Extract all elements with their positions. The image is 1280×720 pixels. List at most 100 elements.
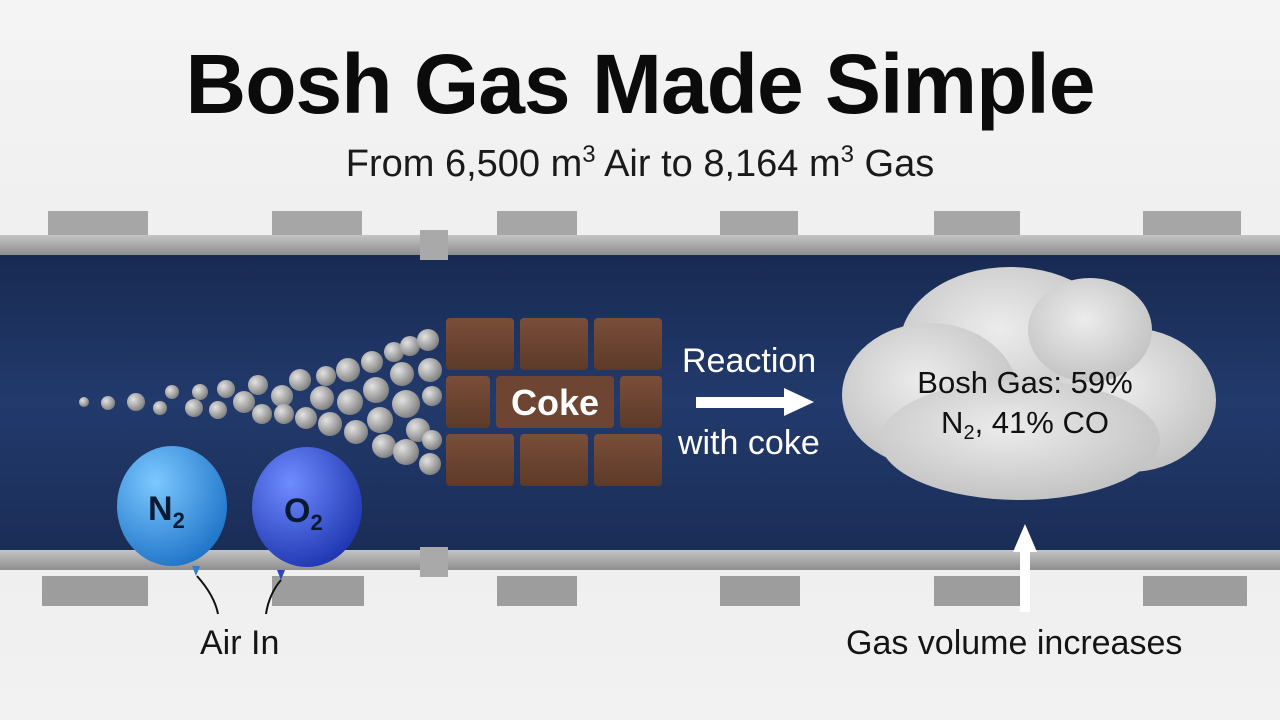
balloon-n2-sub: 2 xyxy=(172,508,185,533)
particle xyxy=(318,412,342,436)
cloud-line-2-prefix: N xyxy=(941,405,964,440)
particle xyxy=(390,362,414,386)
rail-block xyxy=(42,576,148,606)
cloud-line-1: Bosh Gas: 59% xyxy=(917,365,1133,400)
balloon-o2-sub: 2 xyxy=(310,510,323,535)
arrow-shaft xyxy=(1020,548,1030,612)
balloon-body xyxy=(252,447,362,567)
rail-block xyxy=(934,576,1020,606)
brick xyxy=(520,434,588,486)
particle xyxy=(316,366,336,386)
bottom-rail-joint xyxy=(420,547,448,577)
top-rail-joint xyxy=(420,230,448,260)
balloon-knot xyxy=(192,566,200,576)
rail-block xyxy=(720,576,800,606)
rail-block xyxy=(934,211,1020,237)
cloud-puff xyxy=(880,380,1160,500)
particle xyxy=(336,358,360,382)
particle xyxy=(393,439,419,465)
rail-block xyxy=(1143,211,1241,237)
air-particle-stream xyxy=(79,329,442,475)
rail-block xyxy=(48,211,148,237)
reaction-label-line1: Reaction xyxy=(682,342,817,380)
particle xyxy=(392,390,420,418)
particle xyxy=(418,358,442,382)
balloon-string xyxy=(196,575,219,615)
rail-block xyxy=(272,576,364,606)
particle xyxy=(310,386,334,410)
subtitle-middle: Air to 8,164 m xyxy=(595,143,841,185)
coke-label: Coke xyxy=(510,382,600,423)
particle xyxy=(367,407,393,433)
top-rail-blocks xyxy=(48,211,1241,237)
particle xyxy=(363,377,389,403)
balloon-n2-symbol: N xyxy=(148,490,173,528)
particle xyxy=(417,329,439,351)
cloud-line-2-sub: 2 xyxy=(963,422,975,444)
particle xyxy=(271,385,293,407)
rail-block xyxy=(497,211,577,237)
brick xyxy=(620,376,662,428)
particle xyxy=(372,434,396,458)
particle xyxy=(384,342,404,362)
brick xyxy=(520,318,588,370)
particle xyxy=(248,375,268,395)
cloud-puff xyxy=(1028,278,1152,382)
particle xyxy=(344,420,368,444)
rail-block xyxy=(272,211,362,237)
balloon-string xyxy=(265,579,282,615)
particle xyxy=(422,430,442,450)
cloud-line-2: N2, 41% CO xyxy=(880,403,1170,443)
balloon-o2 xyxy=(252,447,362,615)
gas-volume-arrow xyxy=(1013,524,1037,612)
balloon-knot xyxy=(277,570,285,580)
reaction-label-line2: with coke xyxy=(678,424,820,462)
diagram-subtitle: From 6,500 m3 Air to 8,164 m3 Gas xyxy=(0,140,1280,188)
particle xyxy=(295,407,317,429)
cloud-line-2-suffix: , 41% CO xyxy=(974,405,1109,440)
brick xyxy=(446,376,490,428)
bosh-gas-cloud xyxy=(842,267,1216,500)
particle xyxy=(337,389,363,415)
brick xyxy=(496,376,614,428)
coke-brick-wall xyxy=(446,318,662,486)
particle xyxy=(165,385,179,399)
reaction-arrow xyxy=(696,388,814,416)
balloon-n2-label: N2 xyxy=(148,490,185,532)
gas-volume-label: Gas volume increases xyxy=(846,624,1183,662)
balloon-n2 xyxy=(117,446,227,615)
subtitle-sup-1: 3 xyxy=(582,141,596,168)
arrow-shaft xyxy=(696,397,788,408)
subtitle-sup-2: 3 xyxy=(840,141,854,168)
particle xyxy=(185,399,203,417)
brick xyxy=(594,434,662,486)
subtitle-prefix: From 6,500 m xyxy=(345,143,583,185)
cloud-text: Bosh Gas: 59% N2, 41% CO xyxy=(880,363,1170,443)
particle xyxy=(153,401,167,415)
particle xyxy=(233,391,255,413)
brick xyxy=(446,318,514,370)
rail-block xyxy=(497,576,577,606)
rail-block xyxy=(720,211,798,237)
balloon-o2-label: O2 xyxy=(284,492,323,534)
particle xyxy=(361,351,383,373)
air-in-label: Air In xyxy=(200,624,280,662)
particle xyxy=(400,336,420,356)
particle xyxy=(192,384,208,400)
brick xyxy=(594,318,662,370)
particle xyxy=(419,453,441,475)
particle xyxy=(252,404,272,424)
particle xyxy=(127,393,145,411)
particle xyxy=(101,396,115,410)
subtitle-suffix: Gas xyxy=(854,143,935,185)
particle xyxy=(289,369,311,391)
arrow-head xyxy=(1013,524,1037,552)
brick xyxy=(446,434,514,486)
arrow-head xyxy=(784,388,814,416)
balloon-body xyxy=(117,446,227,566)
top-rail xyxy=(0,235,1280,255)
bottom-rail-blocks xyxy=(42,576,1247,606)
particle xyxy=(274,404,294,424)
diagram-title: Bosh Gas Made Simple xyxy=(185,37,1096,131)
